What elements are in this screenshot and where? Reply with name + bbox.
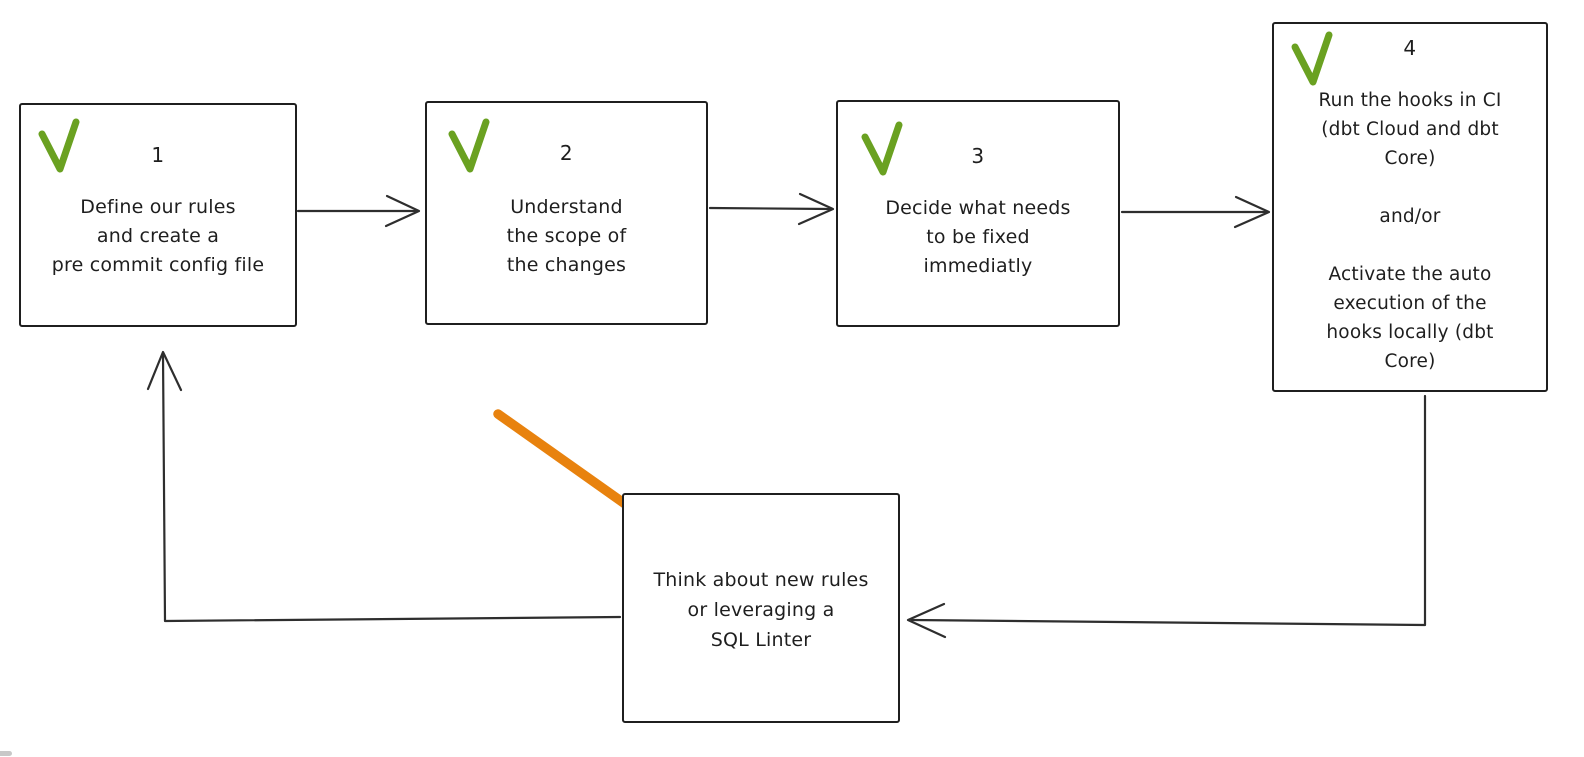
checkmark-icon [447,117,491,179]
step-number: 2 [559,141,574,165]
step-1-box: 1 Define our rules and create a pre comm… [19,103,297,327]
arrow-step3-to-step4 [1120,195,1271,229]
checkmark-icon [37,117,81,179]
step-text: Understand the scope of the changes [506,196,627,276]
step-4-box: 4 Run the hooks in CI (dbt Cloud and dbt… [1272,22,1548,392]
arrow-step4-to-think-box [906,394,1427,639]
step-text: Decide what needs to be fixed immediatly [885,197,1071,277]
step-text: Run the hooks in CI (dbt Cloud and dbt C… [1318,90,1502,372]
arrow-step2-to-step3 [708,192,835,226]
step-text: Define our rules and create a pre commit… [51,196,265,276]
step-2-box: 2 Understand the scope of the changes [425,101,708,325]
think-box-text: Think about new rules or leveraging a SQ… [653,569,869,651]
step-number: 1 [151,143,165,167]
checkmark-icon [860,120,904,182]
step-number: 4 [1403,36,1417,60]
think-box: Think about new rules or leveraging a SQ… [622,493,900,723]
screen-edge-artifact [0,751,12,756]
step-number: 3 [971,144,985,168]
checkmark-icon [1290,30,1334,92]
step-3-box: 3 Decide what needs to be fixed immediat… [836,100,1120,327]
arrow-think-box-to-step1 [146,350,622,623]
arrow-step1-to-step2 [296,194,421,228]
